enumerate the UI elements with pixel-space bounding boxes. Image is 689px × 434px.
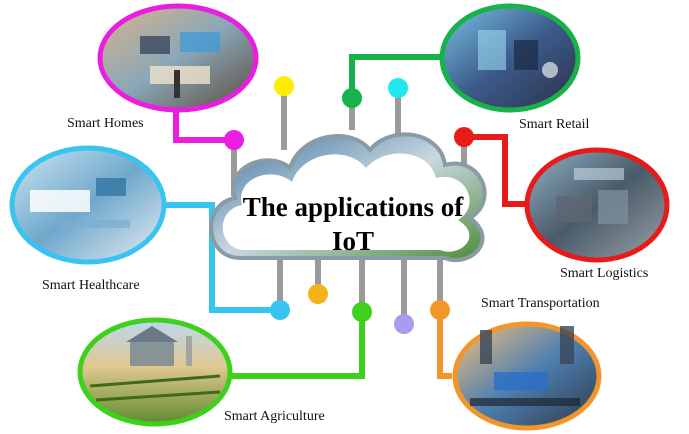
image-smart-logistics [524, 147, 670, 263]
title-line-1: The applications of [242, 192, 464, 222]
dot-decor-lavender [394, 314, 414, 334]
image-smart-transportation [452, 321, 602, 431]
dot-smart-retail [342, 88, 362, 108]
diagram-title: The applications of IoT [228, 190, 478, 258]
label-smart-homes: Smart Homes [67, 116, 144, 131]
image-smart-retail [439, 3, 581, 113]
connector-smart-retail [349, 54, 442, 98]
image-smart-homes [97, 3, 259, 113]
image-smart-healthcare [9, 145, 167, 265]
dot-smart-healthcare [270, 300, 290, 320]
title-line-2: IoT [331, 226, 375, 256]
image-smart-agriculture [77, 317, 233, 427]
connector-smart-agriculture [232, 312, 365, 379]
dot-decor-yellow [274, 76, 294, 96]
dot-smart-transportation [430, 300, 450, 320]
dot-smart-agriculture [352, 302, 372, 322]
connector-smart-homes [173, 108, 234, 143]
dot-decor-cyan [388, 78, 408, 98]
connector-smart-healthcare [163, 202, 280, 313]
dot-decor-amber [308, 284, 328, 304]
dot-smart-logistics [454, 127, 474, 147]
label-smart-logistics: Smart Logistics [560, 266, 649, 281]
label-smart-agriculture: Smart Agriculture [224, 409, 325, 424]
dot-smart-homes [224, 130, 244, 150]
cloud-inner [222, 153, 470, 252]
label-smart-healthcare: Smart Healthcare [42, 278, 140, 293]
label-smart-retail: Smart Retail [519, 117, 590, 132]
label-smart-transportation: Smart Transportation [481, 296, 600, 311]
connector-smart-transportation [437, 310, 452, 379]
connector-smart-logistics [464, 134, 528, 207]
